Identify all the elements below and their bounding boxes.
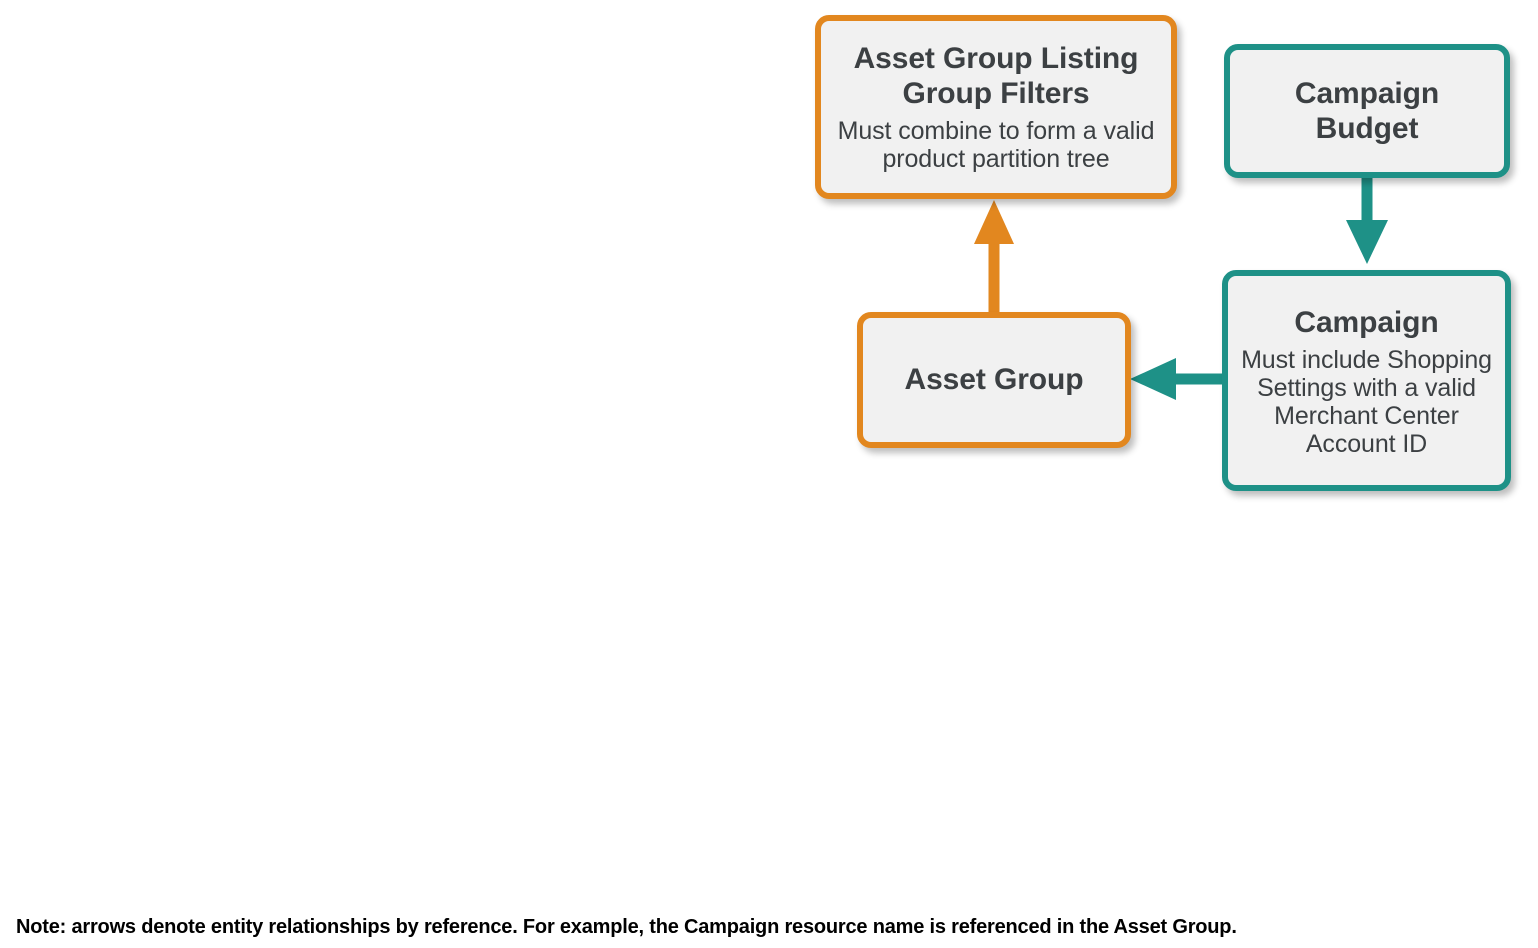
node-asset-group-listing-group-filters[interactable]: Asset Group Listing Group Filters Must c… (815, 15, 1177, 199)
node-subtitle: Must include Shopping Settings with a va… (1241, 346, 1492, 459)
node-campaign-budget[interactable]: Campaign Budget (1224, 44, 1510, 178)
node-title: Asset Group Listing Group Filters (853, 41, 1139, 110)
node-campaign[interactable]: Campaign Must include Shopping Settings … (1222, 270, 1511, 491)
edge-campaign-budget-to-campaign (1346, 177, 1388, 264)
arrowhead-left-teal (1130, 358, 1176, 400)
node-asset-group[interactable]: Asset Group (857, 312, 1131, 448)
node-title: Asset Group (904, 363, 1084, 397)
diagram-note: Note: arrows denote entity relationships… (16, 916, 1237, 938)
node-title: Campaign Budget (1294, 76, 1440, 145)
node-title: Campaign (1294, 305, 1439, 339)
node-subtitle: Must combine to form a valid product par… (837, 117, 1155, 174)
edge-campaign-to-asset-group (1130, 358, 1222, 400)
arrowhead-down-teal (1346, 220, 1388, 264)
edge-asset-group-to-listing-group-filters (974, 200, 1014, 312)
arrowhead-up-orange (974, 200, 1014, 244)
